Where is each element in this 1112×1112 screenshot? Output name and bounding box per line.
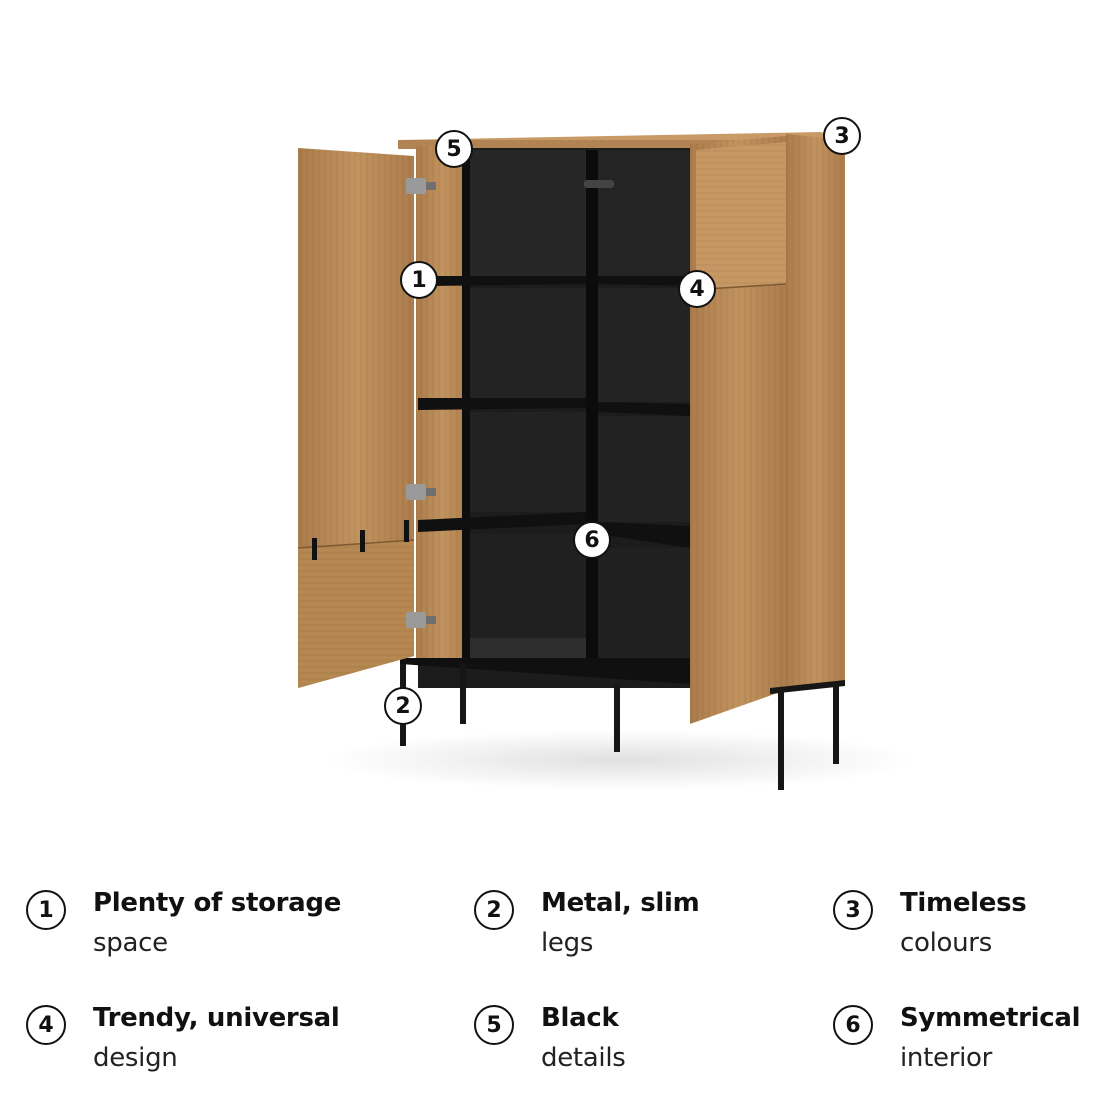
drawer-handles	[312, 520, 409, 560]
callout-badge-4: 4	[678, 270, 716, 308]
feature-number-badge: 1	[26, 890, 66, 930]
feature-number-badge: 6	[833, 1005, 873, 1045]
callout-badge-1: 1	[400, 261, 438, 299]
feature-item-colours: 3 Timeless colours	[833, 876, 1103, 958]
feature-number-badge: 2	[474, 890, 514, 930]
feature-item-storage: 1 Plenty of storage space	[26, 876, 356, 958]
feature-subtitle: design	[93, 1043, 178, 1073]
callout-badge-2: 2	[384, 687, 422, 725]
floor-shadow	[320, 730, 920, 790]
feature-item-legs: 2 Metal, slim legs	[474, 876, 804, 958]
hinges	[406, 178, 436, 628]
feature-subtitle: legs	[541, 928, 594, 958]
feature-title: Symmetrical	[900, 1003, 1081, 1033]
callout-badge-6: 6	[573, 521, 611, 559]
feature-title: Metal, slim	[541, 888, 700, 918]
feature-subtitle: interior	[900, 1043, 993, 1073]
callout-badge-3: 3	[823, 117, 861, 155]
product-illustration: 5 3 1 4 6 2	[297, 117, 920, 790]
feature-number-badge: 3	[833, 890, 873, 930]
callout-badge-5: 5	[435, 130, 473, 168]
feature-title: Black	[541, 1003, 619, 1033]
feature-list: 1 Plenty of storage space 2 Metal, slim …	[0, 860, 1112, 1090]
feature-subtitle: space	[93, 928, 168, 958]
feature-subtitle: details	[541, 1043, 626, 1073]
feature-item-design: 4 Trendy, universal design	[26, 991, 356, 1073]
feature-item-interior: 6 Symmetrical interior	[833, 991, 1103, 1073]
feature-title: Plenty of storage	[93, 888, 342, 918]
feature-subtitle: colours	[900, 928, 992, 958]
feature-number-badge: 5	[474, 1005, 514, 1045]
shelves	[400, 276, 690, 684]
feature-number-badge: 4	[26, 1005, 66, 1045]
cabinet-illustration	[297, 132, 920, 790]
feature-title: Trendy, universal	[93, 1003, 340, 1033]
feature-title: Timeless	[900, 888, 1027, 918]
feature-item-details: 5 Black details	[474, 991, 804, 1073]
